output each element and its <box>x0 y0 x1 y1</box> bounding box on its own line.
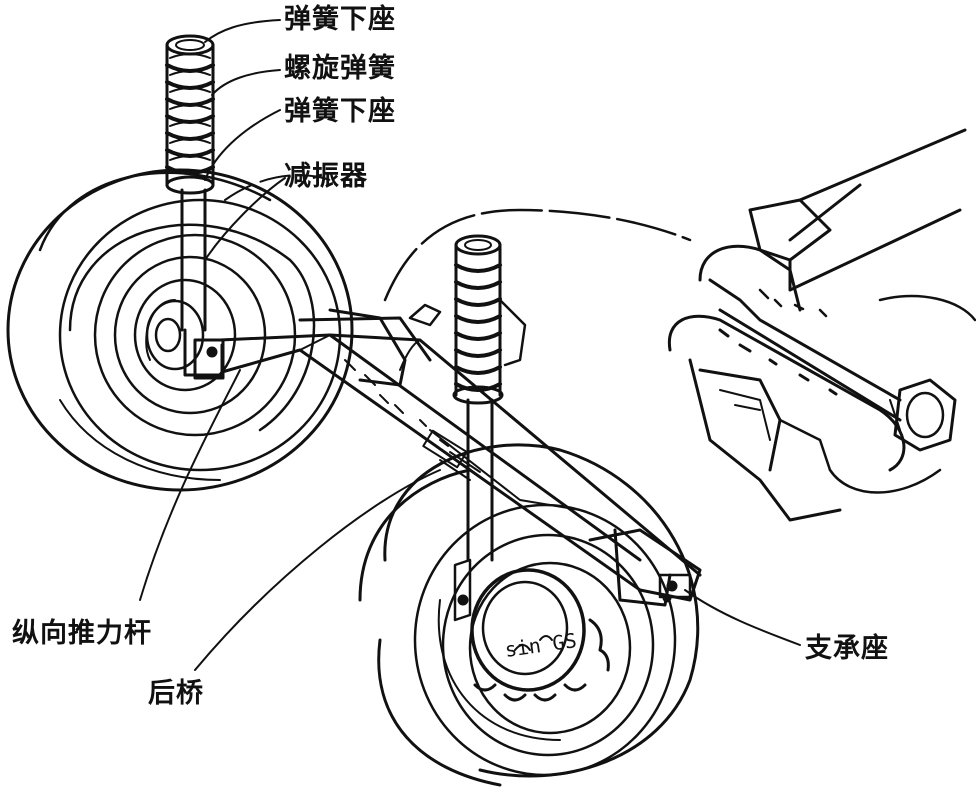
leader-rear-axle <box>194 469 441 671</box>
right-wheel <box>358 443 700 787</box>
leader-trailing-arm <box>139 369 241 601</box>
support-seat-bracket <box>588 528 702 607</box>
body-outline <box>383 208 692 302</box>
leader-coil-spring <box>211 69 281 96</box>
leader-support-seat <box>684 589 801 646</box>
wheel-hub: sin GS <box>453 558 610 702</box>
label-coil-spring: 螺旋弹簧 <box>284 53 396 84</box>
leader-shock-absorber <box>204 177 286 261</box>
label-trailing-arm: 纵向推力杆 <box>12 618 152 649</box>
right-shock-absorber <box>466 398 494 562</box>
leader-lines <box>139 19 801 671</box>
label-support-seat: 支承座 <box>805 633 889 664</box>
detail-inset <box>667 128 976 522</box>
mount-bolt <box>399 303 442 371</box>
label-shock-absorber: 减振器 <box>284 161 368 192</box>
label-spring-seat-top: 弹簧下座 <box>284 4 396 35</box>
leader-spring-seat-lower <box>204 109 281 181</box>
body-outline-left <box>224 174 331 201</box>
svg-text:sin GS: sin GS <box>503 628 578 662</box>
left-coil-spring <box>165 34 215 195</box>
label-spring-seat-lower: 弹簧下座 <box>284 96 396 127</box>
leader-spring-seat-top <box>204 19 281 43</box>
right-coil-spring <box>452 234 527 405</box>
left-wheel <box>6 168 354 492</box>
label-rear-axle: 后桥 <box>148 678 204 709</box>
